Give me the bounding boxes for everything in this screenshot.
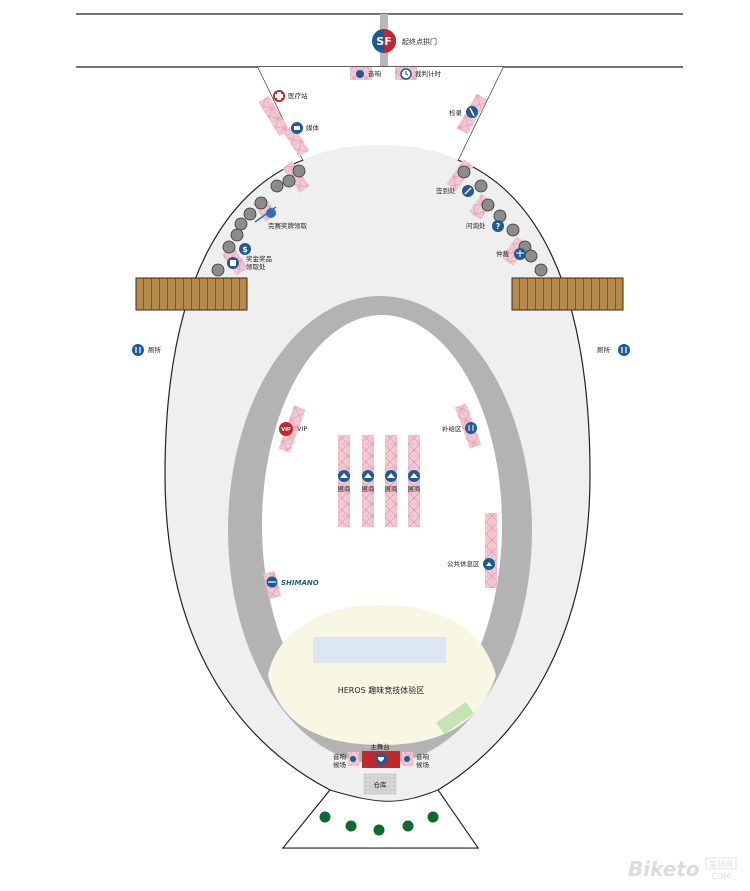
tree-group xyxy=(319,811,439,836)
main-stage-label: 主舞台 xyxy=(370,742,390,751)
entry-funnel xyxy=(258,67,503,160)
barrier-left xyxy=(222,240,236,254)
supply-label: 补给区 xyxy=(442,424,462,433)
barrier-right xyxy=(457,165,471,179)
toilet-right-icon[interactable] xyxy=(618,344,630,356)
grandstand-left[interactable] xyxy=(135,277,248,311)
gate-label: 起终点拱门 xyxy=(402,37,437,46)
barrier-right xyxy=(493,209,507,223)
barrier-left xyxy=(211,263,225,277)
exhibitor-label: 展商 xyxy=(338,484,352,493)
signin-label: 签到处 xyxy=(436,186,456,195)
gate-logo-text: SF xyxy=(376,35,391,48)
barrier-right xyxy=(474,179,488,193)
barrier-left xyxy=(234,217,248,231)
svg-text:$: $ xyxy=(242,245,248,254)
barrier-right xyxy=(524,249,538,263)
barrier-right xyxy=(534,263,548,277)
barrier-left xyxy=(230,228,244,242)
exhibitor-label: 展商 xyxy=(408,484,422,493)
barrier-right xyxy=(481,198,495,212)
green-activity-rect xyxy=(436,701,474,735)
arbitration-label: 仲裁 xyxy=(496,249,510,258)
finisher-medal-label: 完赛奖牌领取 xyxy=(268,221,308,230)
rest-area-booth[interactable] xyxy=(485,513,497,588)
watermark-cn: 美骑网 xyxy=(709,859,733,869)
tree-icon xyxy=(319,811,331,823)
medical-label: 医疗站 xyxy=(288,91,308,100)
tree-icon xyxy=(345,820,357,832)
exhibitor-row: 展商 展商 展商 展商 xyxy=(338,435,422,527)
blue-activity-rect xyxy=(313,637,446,663)
svg-text:?: ? xyxy=(496,222,501,231)
toilet-right-label: 厕所 xyxy=(597,345,611,354)
svg-text:VIP: VIP xyxy=(281,427,291,433)
exhibitor-label: 展商 xyxy=(362,484,376,493)
tree-icon xyxy=(427,811,439,823)
doping-label: 检录 xyxy=(449,108,463,117)
barrier-left xyxy=(270,179,284,193)
inquiry-question-icon[interactable] xyxy=(492,220,504,232)
watermark-brand: Biketo xyxy=(628,857,700,881)
supply-fork-icon[interactable] xyxy=(465,422,477,434)
media-label: 媒体 xyxy=(306,123,320,132)
prize-label-line2: 领取处 xyxy=(246,262,266,271)
exit-funnel xyxy=(281,789,479,849)
stage-audio-left-line2: 候场 xyxy=(333,760,347,769)
stage-audio-left-line1: 音响 xyxy=(333,752,347,761)
rest-area-label: 公共休息区 xyxy=(447,559,480,568)
barrier-left xyxy=(254,196,268,210)
inquiry-label: 问询处 xyxy=(466,221,486,230)
audio-top-icon xyxy=(356,70,364,78)
sponsor-label: SHIMANO xyxy=(281,579,319,587)
right-barriers xyxy=(457,165,548,277)
stage-audio-right-line1: 音响 xyxy=(416,752,430,761)
timing-top-label: 裁判计时 xyxy=(415,69,442,78)
exhibitor-label: 展商 xyxy=(385,484,399,493)
grandstand-right[interactable] xyxy=(511,277,624,311)
barrier-left xyxy=(292,164,306,178)
vip-icon[interactable] xyxy=(279,422,293,436)
warehouse[interactable] xyxy=(363,773,397,795)
vip-label: VIP xyxy=(297,425,307,433)
prize-dollar-icon[interactable] xyxy=(239,243,251,255)
prize-label-line1: 奖金奖品 xyxy=(246,254,272,263)
stage-audio-right-line2: 候场 xyxy=(416,760,430,769)
barrier-right xyxy=(506,223,520,237)
barrier-left xyxy=(282,174,296,188)
stage-audio-left-icon xyxy=(350,756,356,762)
tree-icon xyxy=(402,820,414,832)
stage-audio-right-icon xyxy=(404,756,410,762)
left-barriers xyxy=(211,164,306,277)
toilet-left-icon[interactable] xyxy=(132,344,144,356)
watermark-com: COM xyxy=(712,872,731,881)
finisher-medal-icon[interactable] xyxy=(266,208,276,218)
barrier-left xyxy=(243,207,257,221)
audio-top-label: 音响 xyxy=(368,69,382,78)
toilet-left-label: 厕所 xyxy=(148,345,162,354)
heroes-zone-label: HEROS 趣味竞技体验区 xyxy=(338,685,425,695)
tree-icon xyxy=(373,824,385,836)
watermark: Biketo 美骑网 COM xyxy=(628,857,737,881)
warehouse-label: 仓库 xyxy=(374,780,388,789)
